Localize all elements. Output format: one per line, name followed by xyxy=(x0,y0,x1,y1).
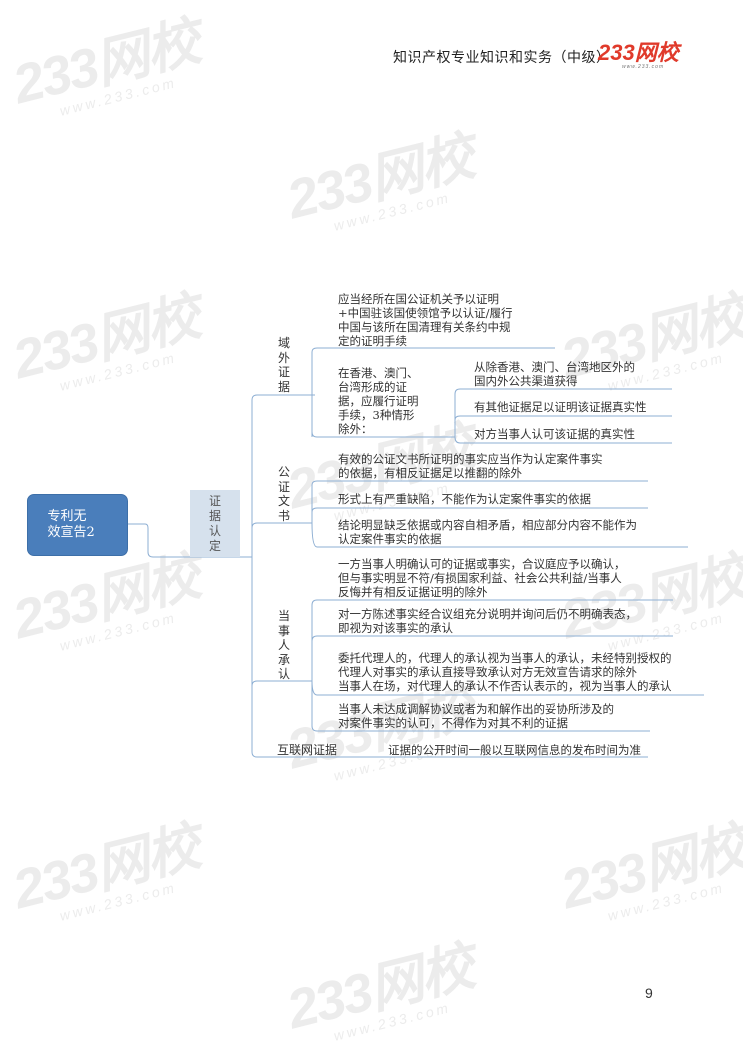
l1-char: 据 xyxy=(208,508,221,523)
leaf-line: 定的证明手续 xyxy=(338,334,407,348)
label-char: 证 xyxy=(277,479,290,494)
leaf-line: 从除香港、澳门、台湾地区外的 xyxy=(474,360,635,374)
leaf-line: 在香港、澳门、 xyxy=(338,366,419,380)
leaf-node[interactable]: 有其他证据足以证明该证据真实性 xyxy=(474,400,647,414)
leaf-line: 除外： xyxy=(338,422,373,436)
leaf-line: 据，应履行证明 xyxy=(338,394,419,408)
branch-label-foreign-evidence[interactable]: 域 外 证 据 xyxy=(277,336,291,394)
label-char: 当 xyxy=(277,609,290,623)
branch-label-internet-evidence[interactable]: 互联网证据 xyxy=(277,743,338,757)
page-number: 9 xyxy=(645,985,653,1001)
node-evidence-determination[interactable]: 证 据 认 定 xyxy=(190,490,240,557)
label-char: 事 xyxy=(277,623,290,638)
leaf-node[interactable]: 有效的公证文书所证明的事实应当作为认定案件事实 的依据，有相反证据足以推翻的除外 xyxy=(338,452,603,480)
label-char: 据 xyxy=(277,379,290,394)
root-label-line1: 专利无 xyxy=(47,509,87,524)
leaf-node[interactable]: 形式上有严重缺陷，不能作为认定案件事实的依据 xyxy=(338,492,591,506)
leaf-line: +中国驻该国使领馆予以认证/履行 xyxy=(338,306,513,320)
label-char: 书 xyxy=(277,508,290,523)
leaf-line: 应当经所在国公证机关予以证明 xyxy=(338,292,499,306)
root-label-line2: 效宣告2 xyxy=(47,525,95,540)
label-char: 认 xyxy=(277,667,290,681)
leaf-line: 结论明显缺乏依据或内容自相矛盾，相应部分内容不能作为 xyxy=(338,518,637,532)
leaf-node[interactable]: 应当经所在国公证机关予以证明 +中国驻该国使领馆予以认证/履行 中国与该所在国清… xyxy=(338,292,513,348)
l1-char: 定 xyxy=(208,538,221,553)
leaf-line: 国内外公共渠道获得 xyxy=(474,374,578,388)
leaf-line: 有效的公证文书所证明的事实应当作为认定案件事实 xyxy=(338,452,603,466)
leaf-line: 对案件事实的认可，不得作为对其不利的证据 xyxy=(338,716,568,730)
branch-label-notarial-document[interactable]: 公 证 文 书 xyxy=(277,465,291,523)
leaf-node[interactable]: 对方当事人认可该证据的真实性 xyxy=(474,427,635,441)
leaf-node[interactable]: 对一方陈述事实经合议组充分说明并询问后仍不明确表态， 即视为对该事实的承认 xyxy=(338,607,637,635)
l1-char: 证 xyxy=(208,493,221,508)
l1-char: 认 xyxy=(208,523,221,538)
leaf-node[interactable]: 证据的公开时间一般以互联网信息的发布时间为准 xyxy=(388,743,641,757)
label-char: 外 xyxy=(277,350,290,365)
root-node-patent-invalidation[interactable]: 专利无效宣告2 xyxy=(27,494,128,556)
brand-logo-url: www.233.com xyxy=(622,64,665,70)
leaf-line: 委托代理人的，代理人的承认视为当事人的承认，未经特别授权的 xyxy=(338,651,672,665)
branch-label-party-admission[interactable]: 当 事 人 承 认 xyxy=(277,609,291,682)
leaf-line: 但与事实明显不符/有损国家利益、社会公共利益/当事人 xyxy=(338,571,622,585)
label-char: 人 xyxy=(277,638,290,652)
leaf-line: 对一方陈述事实经合议组充分说明并询问后仍不明确表态， xyxy=(338,607,637,621)
leaf-line: 代理人对事实的承认直接导致承认对方无效宣告请求的除外 xyxy=(338,665,637,679)
leaf-node[interactable]: 当事人未达成调解协议或者为和解作出的妥协所涉及的 对案件事实的认可，不得作为对其… xyxy=(338,702,614,730)
sub-node-hk-macao-taiwan[interactable]: 在香港、澳门、 台湾形成的证 据，应履行证明 手续，3种情形 除外： xyxy=(338,366,419,436)
label-char: 承 xyxy=(277,652,290,667)
leaf-line: 台湾形成的证 xyxy=(338,380,407,394)
leaf-line: 认定案件事实的依据 xyxy=(338,532,442,546)
label-char: 域 xyxy=(277,336,290,350)
leaf-line: 当事人未达成调解协议或者为和解作出的妥协所涉及的 xyxy=(338,702,614,716)
leaf-line: 手续，3种情形 xyxy=(338,408,415,422)
leaf-line: 反悔并有相反证据证明的除外 xyxy=(338,585,488,599)
label-char: 证 xyxy=(277,365,290,379)
leaf-line: 即视为对该事实的承认 xyxy=(338,621,453,635)
leaf-node[interactable]: 一方当事人明确认可的证据或事实，合议庭应予以确认， 但与事实明显不符/有损国家利… xyxy=(338,557,626,599)
leaf-node[interactable]: 从除香港、澳门、台湾地区外的 国内外公共渠道获得 xyxy=(474,360,635,388)
leaf-node[interactable]: 委托代理人的，代理人的承认视为当事人的承认，未经特别授权的 代理人对事实的承认直… xyxy=(338,651,672,693)
label-char: 文 xyxy=(277,494,290,508)
leaf-line: 的依据，有相反证据足以推翻的除外 xyxy=(338,466,522,480)
leaf-line: 一方当事人明确认可的证据或事实，合议庭应予以确认， xyxy=(338,557,626,571)
document-title: 知识产权专业知识和实务（中级） xyxy=(393,50,611,66)
label-char: 公 xyxy=(277,465,290,479)
leaf-line: 当事人在场，对代理人的承认不作否认表示的，视为当事人的承认 xyxy=(338,679,672,693)
leaf-node[interactable]: 结论明显缺乏依据或内容自相矛盾，相应部分内容不能作为 认定案件事实的依据 xyxy=(338,518,637,546)
leaf-line: 中国与该所在国清理有关条约中规 xyxy=(338,320,511,334)
brand-logo: 233网校 xyxy=(598,40,679,65)
